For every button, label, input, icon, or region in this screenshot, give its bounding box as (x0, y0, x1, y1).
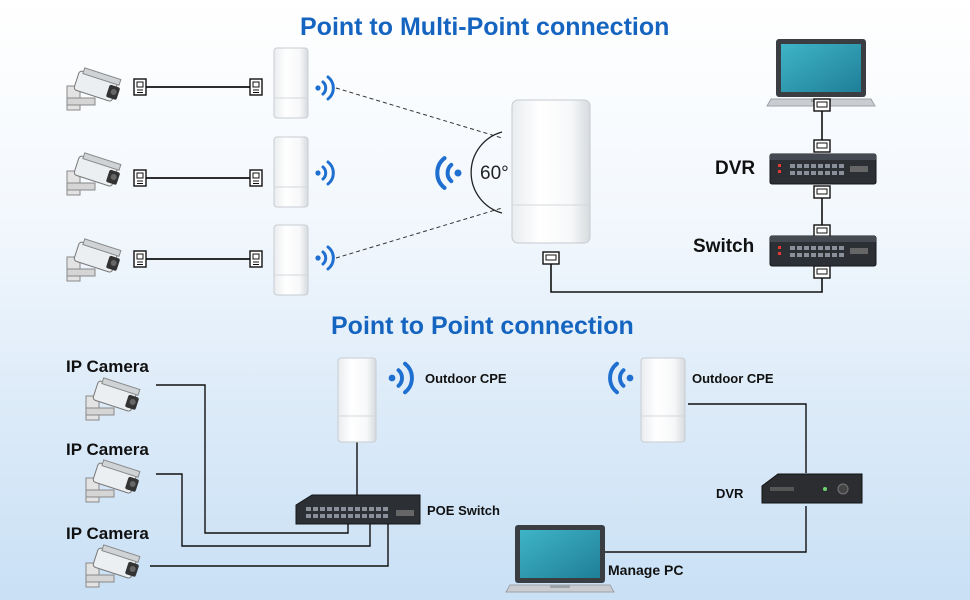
laptop-icon (766, 38, 876, 107)
signal-icon (313, 75, 335, 101)
outdoor-cpe-right-label: Outdoor CPE (692, 371, 774, 386)
manage-pc-laptop-icon (505, 524, 615, 593)
connector-icon (542, 251, 560, 265)
connector-icon (249, 78, 263, 96)
outdoor-cpe-right-icon (640, 357, 686, 443)
ip-camera-label-1: IP Camera (66, 357, 149, 376)
camera-icon (66, 237, 124, 282)
ip-camera-label-2: IP Camera (66, 440, 149, 459)
poe-switch-icon (295, 494, 421, 525)
connector-icon (133, 78, 147, 96)
switch-icon (769, 235, 877, 267)
dvr-top-label: DVR (715, 158, 756, 179)
poe-switch-label: POE Switch (427, 503, 500, 518)
outdoor-cpe-left-label: Outdoor CPE (425, 371, 507, 386)
dvr-bottom-icon (761, 473, 863, 504)
dvr-bottom-label: DVR (716, 486, 744, 501)
connector-icon (813, 139, 831, 153)
ip-camera-label-3: IP Camera (66, 524, 149, 543)
connector-icon (813, 265, 831, 279)
manage-pc-label: Manage PC (608, 562, 684, 578)
connector-icon (249, 169, 263, 187)
connector-icon (813, 98, 831, 112)
switch-top-label: Switch (693, 236, 755, 257)
connector-icon (813, 224, 831, 238)
cpe-icon (273, 136, 309, 208)
signal-icon (437, 158, 461, 188)
title-point-to-point: Point to Point connection (331, 312, 634, 340)
connector-icon (133, 250, 147, 268)
camera-icon (85, 458, 143, 503)
cpe-icon (273, 224, 309, 296)
connector-icon (133, 169, 147, 187)
outdoor-cpe-left-icon (337, 357, 377, 443)
signal-icon (313, 160, 335, 186)
connector-icon (813, 185, 831, 199)
connector-icon (249, 250, 263, 268)
signal-icon (608, 361, 636, 395)
central-cpe-icon (511, 99, 591, 244)
camera-icon (85, 376, 143, 421)
signal-icon (313, 245, 335, 271)
camera-icon (66, 151, 124, 196)
signal-icon (386, 361, 414, 395)
title-multipoint: Point to Multi-Point connection (300, 13, 670, 41)
camera-icon (66, 66, 124, 111)
dvr-icon (769, 153, 877, 185)
angle-label: 60° (480, 163, 509, 184)
camera-icon (85, 543, 143, 588)
cpe-icon (273, 47, 309, 119)
